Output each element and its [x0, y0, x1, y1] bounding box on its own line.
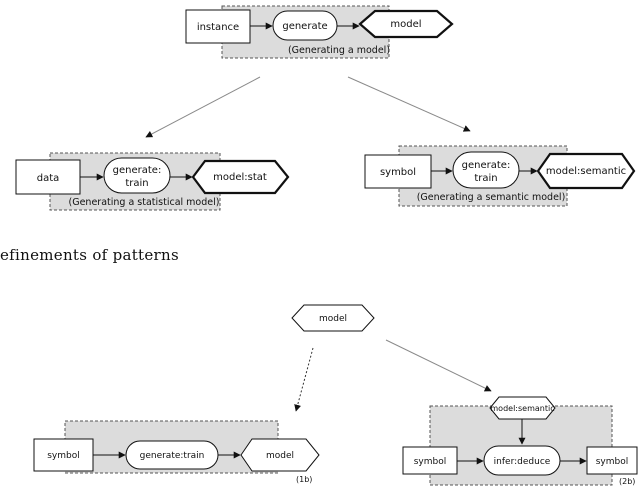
bottom-model-node	[291, 304, 375, 332]
top-instance-label: instance	[197, 22, 239, 33]
statistical-model-label: model:stat	[213, 172, 267, 183]
pattern-1b-train-label: generate:train	[140, 451, 205, 461]
semantic-pattern: symbol generate: train model:semantic (G…	[364, 145, 636, 207]
edge-top-to-statistical	[145, 76, 261, 138]
top-model-label: model	[390, 19, 421, 30]
pattern-1b-symbol-node	[33, 438, 94, 472]
semantic-symbol-label: symbol	[380, 167, 416, 178]
pattern-1b-tag: (1b)	[296, 475, 312, 484]
statistical-generate-node	[103, 157, 171, 194]
semantic-generate-node	[452, 151, 520, 189]
pattern-2b: model:semantic symbol infer:deduce symbo…	[402, 396, 638, 486]
pattern-1b-model-label: model	[266, 451, 294, 461]
statistical-generate-line1: generate:	[113, 165, 162, 176]
edge-model-to-2b	[385, 339, 492, 392]
pattern-2b-symbol-in-label: symbol	[414, 457, 447, 467]
semantic-generate-line1: generate:	[462, 160, 511, 171]
pattern-1b: symbol generate:train model (1b)	[33, 420, 320, 484]
edge-top-to-semantic	[347, 76, 471, 132]
top-caption: (Generating a model)	[288, 45, 390, 56]
pattern-2b-model-semantic-label: model:semantic	[490, 404, 554, 413]
top-instance-node	[185, 9, 251, 44]
semantic-generate-line2: train	[474, 173, 497, 184]
section-heading: efinements of patterns	[0, 246, 179, 264]
top-model-node	[358, 9, 454, 39]
pattern-2b-deduce-label: infer:deduce	[494, 457, 551, 467]
semantic-model-label: model:semantic	[546, 166, 626, 177]
bottom-model-label: model	[319, 314, 347, 324]
statistical-data-node	[15, 159, 81, 195]
statistical-pattern: data generate: train model:stat (Generat…	[15, 152, 290, 211]
pattern-2b-tag: (2b)	[619, 477, 635, 486]
statistical-caption: (Generating a statistical model)	[69, 197, 220, 208]
top-pattern: instance generate model (Generating a mo…	[185, 5, 454, 59]
semantic-model-node	[536, 152, 636, 190]
semantic-caption: (Generating a semantic model)	[417, 192, 566, 203]
statistical-generate-line2: train	[125, 178, 148, 189]
pattern-1b-symbol-label: symbol	[47, 451, 80, 461]
top-generate-label: generate	[282, 21, 327, 32]
statistical-model-node	[191, 159, 290, 195]
pattern-2b-symbol-out-node	[586, 446, 638, 475]
edge-model-to-1b	[294, 347, 314, 412]
pattern-2b-symbol-out-label: symbol	[596, 457, 629, 467]
statistical-data-label: data	[37, 173, 60, 184]
pattern-1b-model-node	[240, 438, 320, 472]
pattern-2b-model-semantic-node	[489, 396, 556, 420]
semantic-symbol-node	[364, 154, 432, 189]
